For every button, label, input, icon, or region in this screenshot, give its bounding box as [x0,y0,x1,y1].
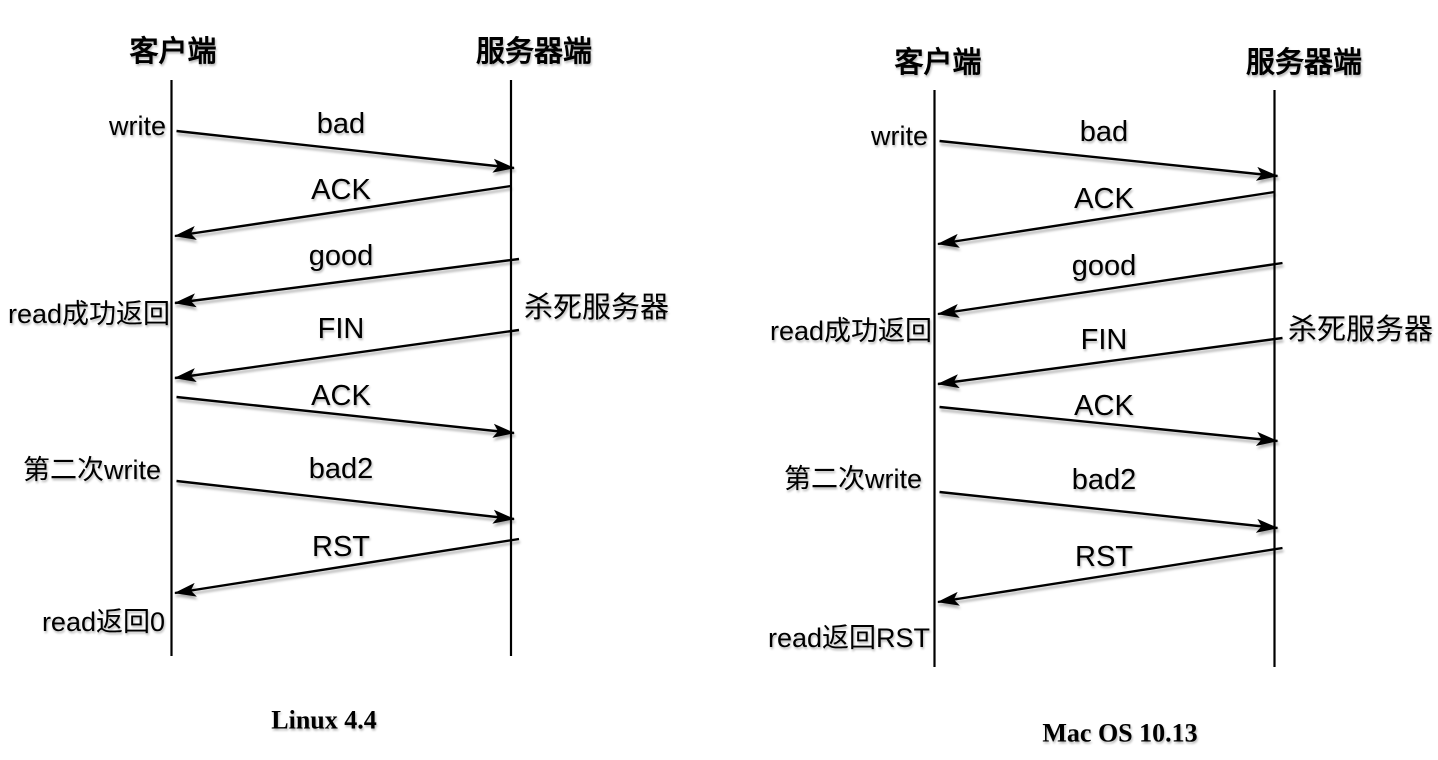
mac-event-label-3: read返回RST [768,623,930,653]
mac-msg-label-6: RST [1075,541,1133,573]
linux-msg-arrow-bad-0 [176,129,515,173]
mac-event-label-0: write [870,121,928,151]
linux-event-label-3: read返回0 [42,607,165,637]
mac-msg-label-2: good [1072,250,1137,282]
linux-msg-label-0: bad [317,108,365,140]
linux-event-label-0: write [108,111,166,141]
linux-msg-arrow-fin-3 [174,328,520,383]
mac-msg-arrow-fin-3 [937,336,1283,389]
linux-msg-arrow-ack-1 [174,184,512,240]
mac-caption: Mac OS 10.13 [1042,719,1197,748]
linux-msg-label-2: good [309,240,374,272]
linux-event-label-1: read成功返回 [8,299,170,329]
linux-event-label-2: 第二次write [23,455,161,485]
linux-msg-arrow-rst-6 [174,537,520,597]
mac-msg-arrow-bad-0 [939,139,1279,181]
mac-msg-label-1: ACK [1074,183,1134,215]
mac-msg-arrow-rst-6 [937,546,1283,606]
linux-msg-label-4: ACK [311,380,371,412]
linux-server-header: 服务器端 [476,35,592,68]
mac-server-header: 服务器端 [1246,46,1362,79]
mac-msg-label-5: bad2 [1072,464,1137,496]
linux-msg-label-6: RST [312,531,370,563]
mac-msg-label-4: ACK [1074,390,1134,422]
linux-kill-server-label: 杀死服务器 [524,291,669,324]
linux-msg-label-5: bad2 [309,453,374,485]
mac-msg-arrow-good-2 [937,261,1283,318]
mac-msg-arrow-ack-1 [937,190,1275,248]
linux-caption: Linux 4.4 [271,706,377,735]
mac-msg-arrow-bad2-5 [939,490,1279,533]
mac-event-label-2: 第二次write [784,464,922,494]
linux-msg-arrow-ack-4 [176,395,515,438]
mac-client-header: 客户端 [894,45,981,79]
mac-event-label-1: read成功返回 [770,316,932,346]
linux-msg-arrow-bad2-5 [176,479,515,524]
mac-msg-arrow-ack-4 [939,405,1279,446]
mac-msg-label-0: bad [1080,116,1128,148]
linux-msg-arrow-good-2 [174,257,520,308]
mac-msg-label-3: FIN [1081,324,1128,356]
linux-msg-label-1: ACK [311,174,371,206]
mac-kill-server-label: 杀死服务器 [1288,313,1433,346]
linux-msg-label-3: FIN [318,313,365,345]
linux-client-header: 客户端 [129,34,216,68]
